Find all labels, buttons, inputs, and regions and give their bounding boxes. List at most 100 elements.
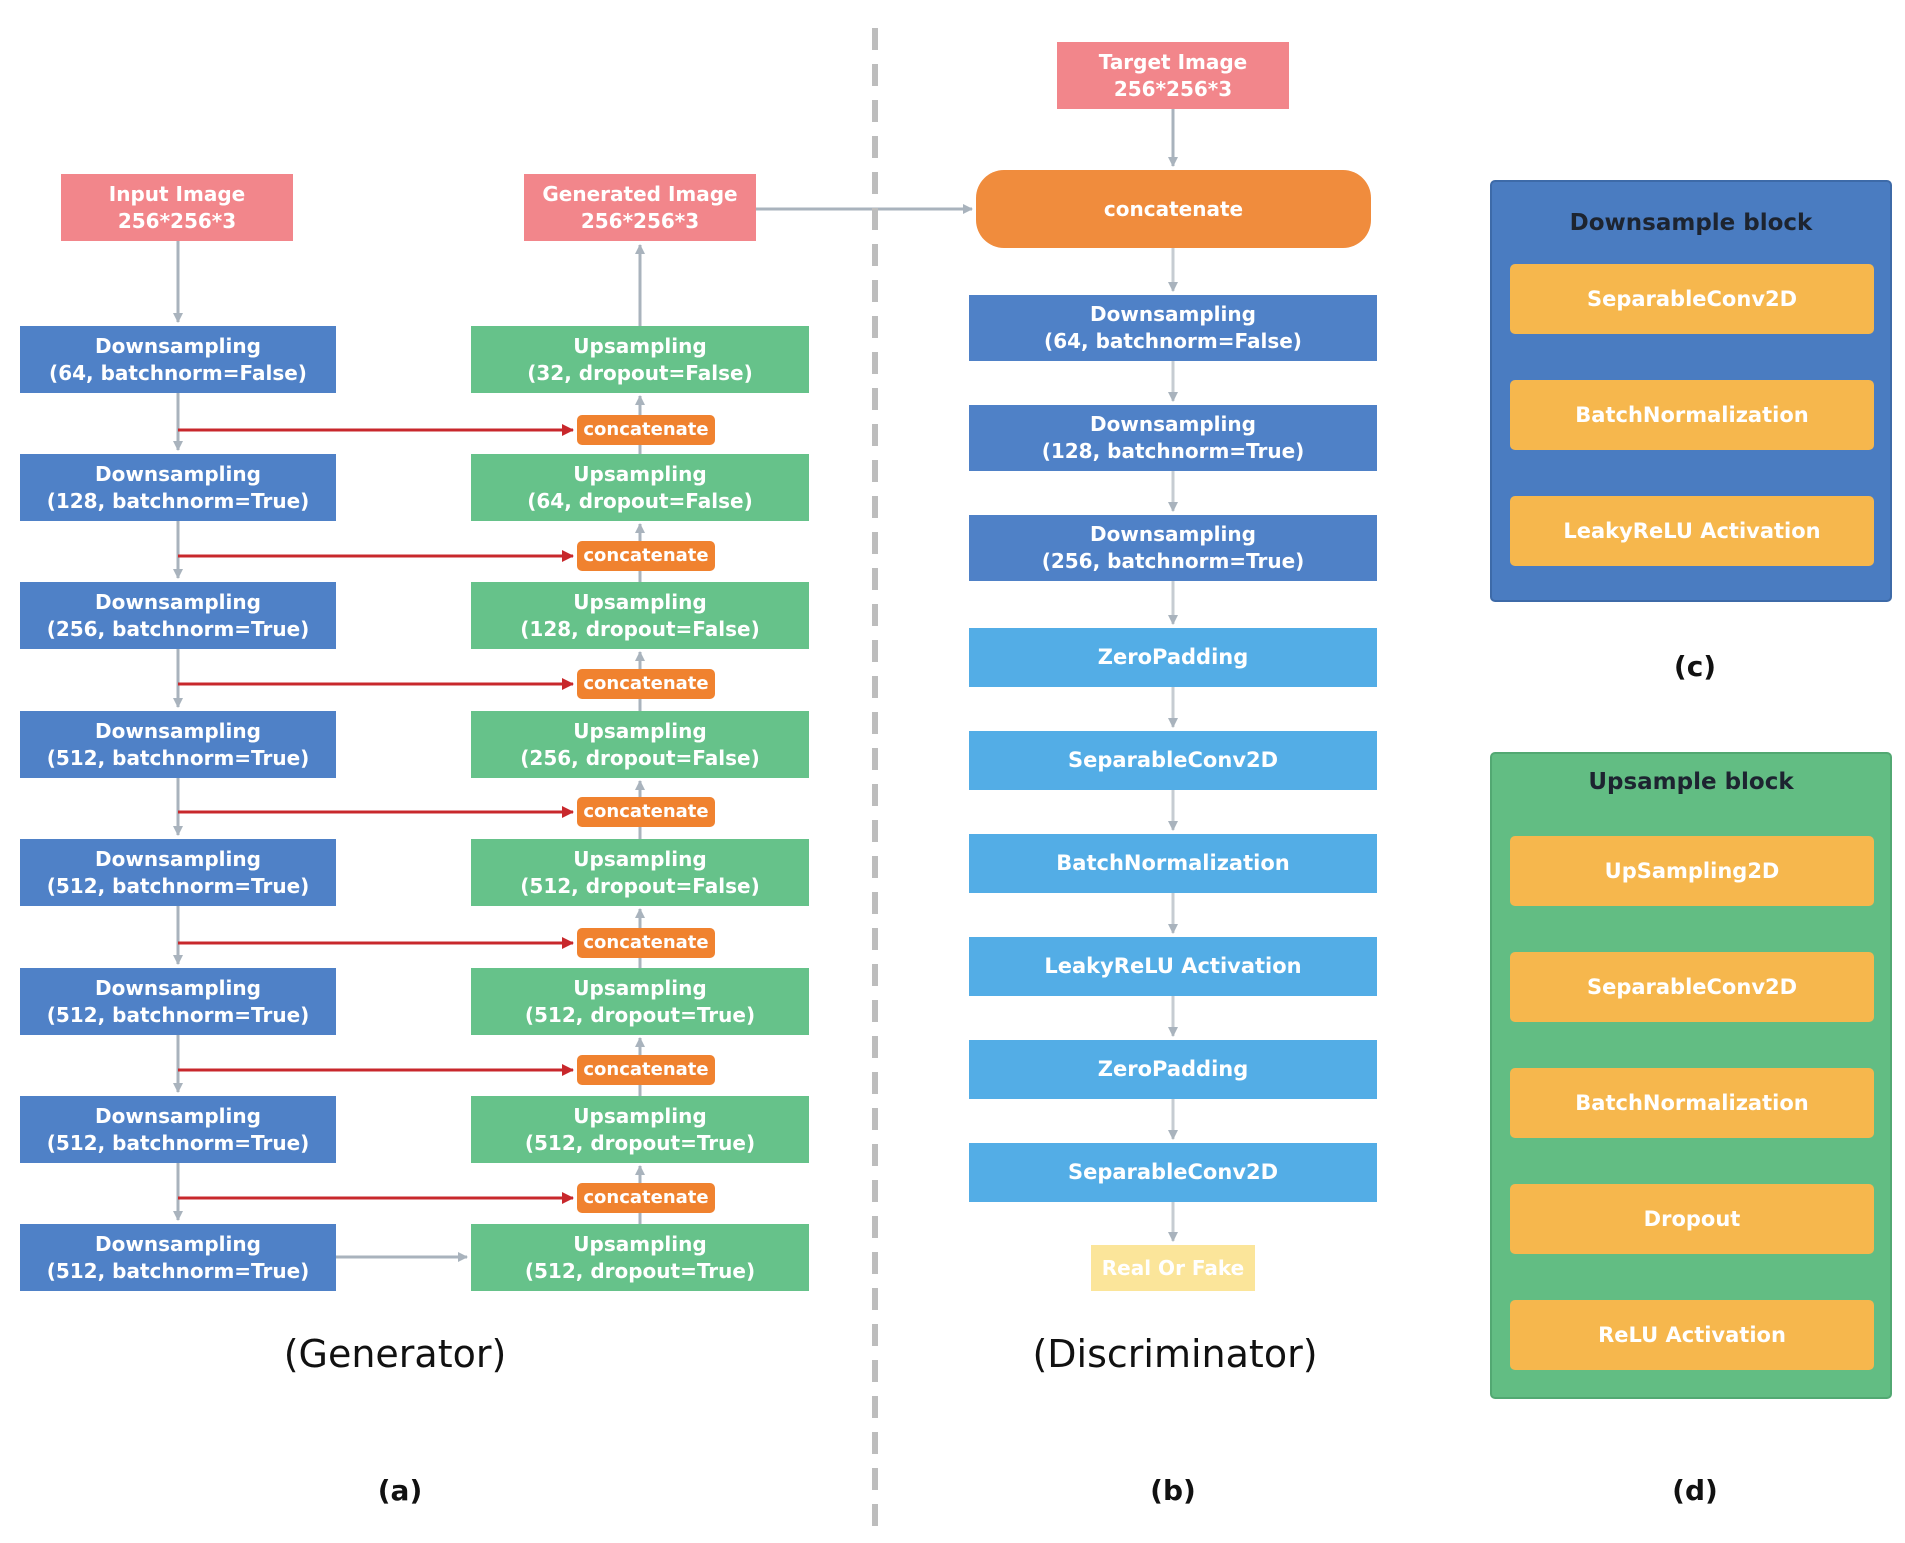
discriminator-layer-label: SeparableConv2D xyxy=(1067,1160,1279,1185)
downsampling-title: Downsampling xyxy=(95,1103,261,1128)
upsampling-title: Upsampling xyxy=(573,333,707,358)
downsampling-block: Downsampling(512, batchnorm=True) xyxy=(20,839,336,906)
downsample-step: LeakyReLU Activation xyxy=(1510,496,1874,566)
downsample-block-label: (c) xyxy=(1673,650,1717,683)
upsampling-block: Upsampling(32, dropout=False) xyxy=(471,326,809,393)
upsample-block-title: Upsample block xyxy=(1588,769,1794,795)
discriminator-layer: ZeroPadding xyxy=(969,628,1377,687)
downsampling-block: Downsampling(512, batchnorm=True) xyxy=(20,1096,336,1163)
upsample-step-label: ReLU Activation xyxy=(1598,1322,1786,1347)
discriminator-downsampling-params: (128, batchnorm=True) xyxy=(1041,439,1305,463)
downsample-step-label: BatchNormalization xyxy=(1575,402,1809,427)
discriminator-layer-label: BatchNormalization xyxy=(1056,851,1290,876)
real-or-fake-output: Real Or Fake xyxy=(1091,1245,1255,1291)
upsampling-params: (512, dropout=True) xyxy=(524,1130,756,1155)
downsampling-block: Downsampling(128, batchnorm=True) xyxy=(20,454,336,521)
downsampling-block: Downsampling(512, batchnorm=True) xyxy=(20,1224,336,1291)
input-image-label: Input Image xyxy=(108,181,246,206)
downsampling-title: Downsampling xyxy=(95,589,261,614)
downsampling-params: (512, batchnorm=True) xyxy=(46,745,310,770)
generator-caption: (Generator) xyxy=(283,1332,507,1376)
discriminator-downsampling-title: Downsampling xyxy=(1090,412,1256,436)
upsampling-params: (512, dropout=True) xyxy=(524,1002,756,1027)
skip-concatenate-label: concatenate xyxy=(583,1186,709,1208)
upsample-step-label: UpSampling2D xyxy=(1604,858,1780,883)
downsample-step-label: LeakyReLU Activation xyxy=(1563,518,1821,543)
downsampling-title: Downsampling xyxy=(95,461,261,486)
upsampling-block: Upsampling(64, dropout=False) xyxy=(471,454,809,521)
real-or-fake-label: Real Or Fake xyxy=(1101,1255,1245,1280)
discriminator-caption: (Discriminator) xyxy=(1032,1332,1318,1376)
discriminator-layer: SeparableConv2D xyxy=(969,731,1377,790)
target-image-label: Target Image xyxy=(1098,49,1248,74)
generated-image-label: Generated Image xyxy=(542,181,738,206)
downsample-step: BatchNormalization xyxy=(1510,380,1874,450)
upsampling-title: Upsampling xyxy=(573,1103,707,1128)
upsample-block-panel: Upsample block UpSampling2D SeparableConv… xyxy=(1490,752,1892,1399)
upsampling-block: Upsampling(256, dropout=False) xyxy=(471,711,809,778)
downsampling-params: (128, batchnorm=True) xyxy=(46,488,310,513)
discriminator-layer-label: SeparableConv2D xyxy=(1067,748,1279,773)
upsampling-params: (512, dropout=False) xyxy=(520,873,760,898)
downsampling-params: (512, batchnorm=True) xyxy=(46,1130,310,1155)
discriminator-downsampling-params: (256, batchnorm=True) xyxy=(1041,549,1305,573)
upsampling-block: Upsampling(512, dropout=False) xyxy=(471,839,809,906)
downsampling-params: (512, batchnorm=True) xyxy=(46,873,310,898)
upsampling-params: (32, dropout=False) xyxy=(527,360,753,385)
upsampling-params: (128, dropout=False) xyxy=(520,616,760,641)
discriminator-layer: ZeroPadding xyxy=(969,1040,1377,1099)
skip-concatenate: concatenate xyxy=(577,928,715,958)
discriminator-layer: SeparableConv2D xyxy=(969,1143,1377,1202)
downsampling-block: Downsampling(64, batchnorm=False) xyxy=(20,326,336,393)
skip-concatenate-label: concatenate xyxy=(583,800,709,822)
downsample-step: SeparableConv2D xyxy=(1510,264,1874,334)
upsampling-title: Upsampling xyxy=(573,846,707,871)
skip-concatenate: concatenate xyxy=(577,415,715,445)
target-image-size: 256*256*3 xyxy=(1113,76,1233,101)
upsampling-params: (256, dropout=False) xyxy=(520,745,760,770)
downsampling-params: (256, batchnorm=True) xyxy=(46,616,310,641)
discriminator-layer: BatchNormalization xyxy=(969,834,1377,893)
discriminator-downsampling-block: Downsampling(256, batchnorm=True) xyxy=(969,515,1377,581)
discriminator-layer: LeakyReLU Activation xyxy=(969,937,1377,996)
input-image-box: Input Image 256*256*3 xyxy=(61,174,293,241)
upsampling-title: Upsampling xyxy=(573,718,707,743)
upsampling-block: Upsampling(512, dropout=True) xyxy=(471,1096,809,1163)
upsampling-params: (512, dropout=True) xyxy=(524,1258,756,1283)
upsampling-title: Upsampling xyxy=(573,589,707,614)
upsample-step-label: Dropout xyxy=(1643,1206,1741,1231)
discriminator-panel-label: (b) xyxy=(1150,1474,1196,1507)
downsampling-title: Downsampling xyxy=(95,846,261,871)
downsampling-title: Downsampling xyxy=(95,718,261,743)
upsampling-block: Upsampling(512, dropout=True) xyxy=(471,1224,809,1291)
skip-concatenate-label: concatenate xyxy=(583,672,709,694)
discriminator-concatenate-label: concatenate xyxy=(1103,196,1244,221)
downsampling-block: Downsampling(512, batchnorm=True) xyxy=(20,968,336,1035)
skip-concatenate-label: concatenate xyxy=(583,931,709,953)
discriminator-layer-label: ZeroPadding xyxy=(1097,1057,1249,1082)
upsample-step: BatchNormalization xyxy=(1510,1068,1874,1138)
discriminator-layer-label: LeakyReLU Activation xyxy=(1044,954,1302,979)
downsampling-title: Downsampling xyxy=(95,975,261,1000)
input-image-size: 256*256*3 xyxy=(117,208,237,233)
discriminator-downsampling-params: (64, batchnorm=False) xyxy=(1044,329,1302,353)
skip-concatenate: concatenate xyxy=(577,541,715,571)
discriminator-downsampling-block: Downsampling (64, batchnorm=False) xyxy=(969,295,1377,361)
generated-image-size: 256*256*3 xyxy=(580,208,700,233)
skip-concatenate-label: concatenate xyxy=(583,418,709,440)
skip-concatenate-label: concatenate xyxy=(583,1058,709,1080)
downsampling-title: Downsampling xyxy=(95,333,261,358)
skip-concatenate: concatenate xyxy=(577,1183,715,1213)
generator-panel-label: (a) xyxy=(377,1474,423,1507)
upsample-step: SeparableConv2D xyxy=(1510,952,1874,1022)
downsampling-block: Downsampling(256, batchnorm=True) xyxy=(20,582,336,649)
upsampling-title: Upsampling xyxy=(573,1231,707,1256)
discriminator-downsampling-title: Downsampling xyxy=(1090,302,1256,326)
skip-concatenate: concatenate xyxy=(577,797,715,827)
upsample-step: UpSampling2D xyxy=(1510,836,1874,906)
downsampling-params: (64, batchnorm=False) xyxy=(49,360,307,385)
skip-concatenate: concatenate xyxy=(577,1055,715,1085)
discriminator-downsampling-block: Downsampling (128, batchnorm=True) xyxy=(969,405,1377,471)
target-image-box: Target Image 256*256*3 xyxy=(1057,42,1289,109)
upsample-step: ReLU Activation xyxy=(1510,1300,1874,1370)
